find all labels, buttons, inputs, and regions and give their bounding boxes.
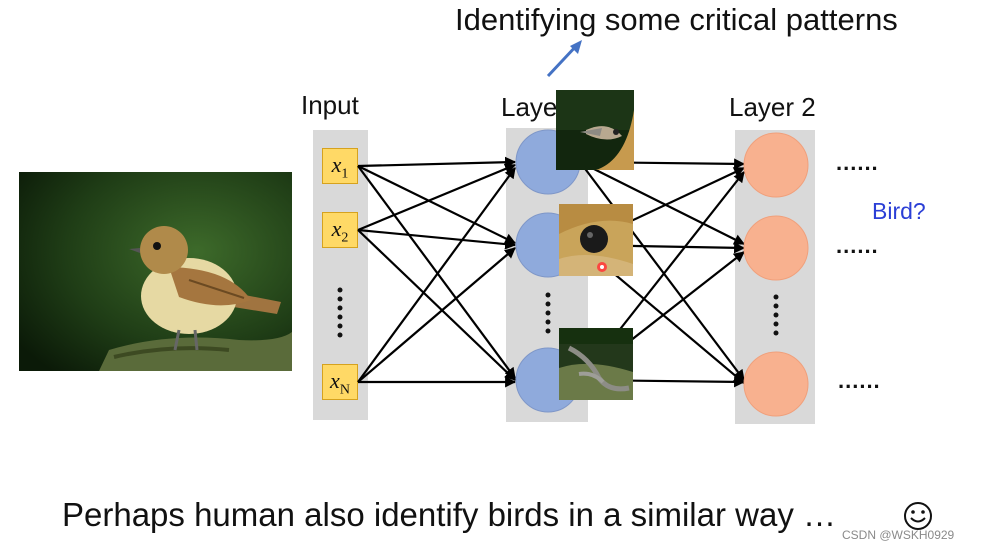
watermark: CSDN @WSKH0929: [842, 528, 955, 542]
layer2-vertical-dots: [773, 294, 779, 336]
bottom-caption: Perhaps human also identify birds in a s…: [62, 496, 837, 533]
beak-patch: [556, 90, 634, 170]
claw-patch: [559, 328, 633, 400]
pointer-arrow-icon: [546, 40, 582, 78]
layer1-vertical-dots: [545, 292, 551, 334]
input-x1-var: x: [331, 152, 342, 177]
output-dots-1: ......: [836, 150, 879, 175]
layer2-node-2: [743, 215, 809, 281]
bird-question: Bird?: [872, 198, 926, 224]
input-x2-sub: 2: [341, 230, 349, 246]
smiley-icon: [904, 502, 932, 530]
layer2-node-1: [743, 132, 809, 198]
input-to-layer1-edges: [357, 156, 517, 388]
output-dots-2: ......: [836, 233, 879, 258]
input-x1: x1: [322, 148, 358, 184]
input-x1-sub: 1: [341, 166, 349, 182]
input-xN: xN: [322, 364, 358, 400]
layer2-label: Layer 2: [729, 92, 816, 122]
bird-photo: [19, 172, 292, 371]
eye-patch: [559, 204, 633, 276]
input-x2-var: x: [331, 216, 342, 241]
top-caption: Identifying some critical patterns: [455, 2, 898, 37]
input-label: Input: [301, 90, 359, 120]
input-xN-var: x: [330, 368, 340, 393]
layer2-node-3: [743, 351, 809, 417]
input-xN-sub: N: [339, 382, 350, 398]
output-dots-3: ......: [838, 368, 881, 393]
input-vertical-dots: [337, 287, 343, 338]
input-x2: x2: [322, 212, 358, 248]
